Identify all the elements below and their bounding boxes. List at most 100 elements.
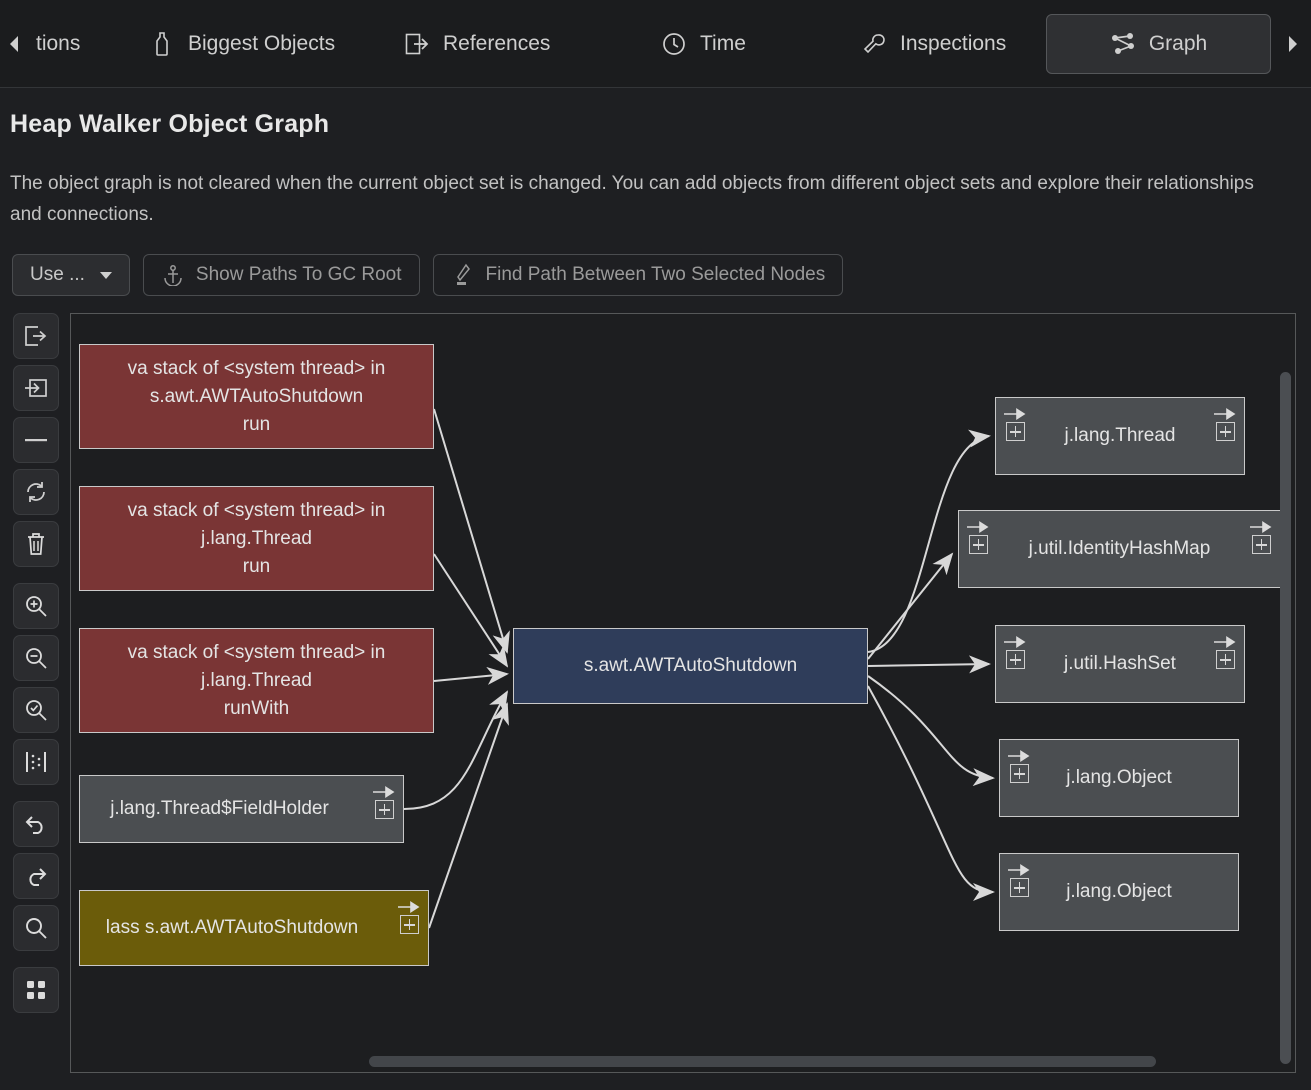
node-label: va stack of <system thread> in j.lang.Th… bbox=[127, 641, 386, 719]
expand-plus-icon[interactable] bbox=[1215, 422, 1235, 441]
graph-node-thread[interactable]: j.lang.Thread bbox=[995, 397, 1245, 475]
zoom-out-icon[interactable] bbox=[13, 635, 59, 681]
tab-label: Biggest Objects bbox=[188, 32, 336, 55]
zoom-in-icon[interactable] bbox=[13, 583, 59, 629]
graph-node-identity-hash-map[interactable]: j.util.IdentityHashMap bbox=[958, 510, 1281, 588]
graph-icon bbox=[1110, 31, 1136, 57]
node-incoming-badge[interactable] bbox=[1004, 408, 1026, 441]
arrow-right-icon bbox=[1214, 408, 1236, 420]
node-incoming-badge[interactable] bbox=[967, 521, 989, 554]
node-label: s.awt.AWTAutoShutdown bbox=[583, 655, 798, 676]
pen-icon bbox=[451, 263, 475, 287]
graph-tool-strip bbox=[13, 313, 59, 1019]
graph-node-class[interactable]: lass s.awt.AWTAutoShutdown bbox=[79, 890, 429, 966]
tab-label: tions bbox=[36, 32, 81, 55]
expand-plus-icon[interactable] bbox=[1009, 764, 1029, 783]
node-label: va stack of <system thread> in s.awt.AWT… bbox=[127, 357, 386, 435]
node-incoming-badge[interactable] bbox=[1008, 750, 1030, 783]
bottle-icon bbox=[149, 31, 175, 57]
node-label: j.lang.Thread bbox=[1064, 425, 1176, 446]
expand-plus-icon[interactable] bbox=[399, 915, 419, 934]
arrow-right-icon bbox=[373, 786, 395, 798]
graph-node-hashset[interactable]: j.util.HashSet bbox=[995, 625, 1245, 703]
node-label: j.lang.Object bbox=[1066, 767, 1172, 788]
graph-canvas-panel[interactable]: va stack of <system thread> in s.awt.AWT… bbox=[70, 313, 1296, 1073]
undo-icon[interactable] bbox=[13, 801, 59, 847]
node-label: va stack of <system thread> in j.lang.Th… bbox=[127, 499, 386, 577]
tab-label: Graph bbox=[1148, 32, 1208, 55]
node-outgoing-badge[interactable] bbox=[1214, 636, 1236, 669]
arrow-right-icon bbox=[1004, 636, 1026, 648]
expand-plus-icon[interactable] bbox=[1005, 422, 1025, 441]
tab-scroll-left-arrow[interactable] bbox=[4, 30, 24, 58]
page-description: The object graph is not cleared when the… bbox=[10, 173, 1254, 225]
clock-icon bbox=[661, 31, 687, 57]
expand-plus-icon[interactable] bbox=[968, 535, 988, 554]
tab-label: References bbox=[443, 32, 551, 55]
graph-node-object-2[interactable]: j.lang.Object bbox=[999, 853, 1239, 931]
node-incoming-badge[interactable] bbox=[1004, 636, 1026, 669]
node-outgoing-badge[interactable] bbox=[398, 901, 420, 934]
expand-plus-icon[interactable] bbox=[1005, 650, 1025, 669]
node-label: j.lang.Thread$FieldHolder bbox=[110, 798, 329, 819]
arrow-right-icon bbox=[1004, 408, 1026, 420]
expand-plus-icon[interactable] bbox=[1251, 535, 1271, 554]
node-label: lass s.awt.AWTAutoShutdown bbox=[105, 917, 359, 938]
tab-graph[interactable]: Graph bbox=[1046, 14, 1271, 74]
find-path-between-nodes-button[interactable]: Find Path Between Two Selected Nodes bbox=[432, 254, 844, 296]
graph-node-selected-center[interactable]: s.awt.AWTAutoShutdown bbox=[513, 628, 868, 704]
use-dropdown-label: Use ... bbox=[30, 264, 85, 285]
incoming-references-icon[interactable] bbox=[13, 365, 59, 411]
tab-allocations[interactable]: tions bbox=[20, 14, 96, 74]
action-toolbar: Use ... Show Paths To GC Root Find Path … bbox=[12, 254, 844, 296]
tab-label: Inspections bbox=[900, 32, 1007, 55]
references-icon bbox=[404, 31, 430, 57]
tab-inspections[interactable]: Inspections bbox=[845, 14, 1022, 74]
graph-edges bbox=[403, 408, 995, 929]
grid-icon[interactable] bbox=[13, 967, 59, 1013]
expand-plus-icon[interactable] bbox=[1009, 878, 1029, 897]
tab-time[interactable]: Time bbox=[645, 14, 762, 74]
node-incoming-badge[interactable] bbox=[1008, 864, 1030, 897]
node-outgoing-badge[interactable] bbox=[373, 786, 395, 819]
graph-node-stack2[interactable]: va stack of <system thread> in j.lang.Th… bbox=[79, 486, 434, 591]
graph-node-object-1[interactable]: j.lang.Object bbox=[999, 739, 1239, 817]
node-label: j.util.IdentityHashMap bbox=[1028, 538, 1211, 559]
vertical-scrollbar[interactable] bbox=[1280, 372, 1291, 1064]
find-path-label: Find Path Between Two Selected Nodes bbox=[485, 264, 826, 285]
use-dropdown-button[interactable]: Use ... bbox=[12, 254, 130, 296]
expand-plus-icon[interactable] bbox=[374, 800, 394, 819]
arrow-right-icon bbox=[1214, 636, 1236, 648]
arrow-right-icon bbox=[1250, 521, 1272, 533]
tab-biggest-objects[interactable]: Biggest Objects bbox=[133, 14, 351, 74]
arrow-right-icon bbox=[398, 901, 420, 913]
graph-node-stack3[interactable]: va stack of <system thread> in j.lang.Th… bbox=[79, 628, 434, 733]
tab-scroll-right-arrow[interactable] bbox=[1283, 30, 1303, 58]
node-label: j.util.HashSet bbox=[1064, 653, 1176, 674]
zoom-fit-icon[interactable] bbox=[13, 687, 59, 733]
redo-icon[interactable] bbox=[13, 853, 59, 899]
node-outgoing-badge[interactable] bbox=[1214, 408, 1236, 441]
delete-icon[interactable] bbox=[13, 521, 59, 567]
tab-references[interactable]: References bbox=[388, 14, 566, 74]
anchor-icon bbox=[161, 263, 185, 287]
layout-icon[interactable] bbox=[13, 739, 59, 785]
show-paths-label: Show Paths To GC Root bbox=[195, 264, 402, 285]
arrow-right-icon bbox=[967, 521, 989, 533]
node-outgoing-badge[interactable] bbox=[1250, 521, 1272, 554]
graph-canvas[interactable]: va stack of <system thread> in s.awt.AWT… bbox=[71, 314, 1295, 1072]
show-paths-to-gc-root-button[interactable]: Show Paths To GC Root bbox=[142, 254, 420, 296]
page-title: Heap Walker Object Graph bbox=[10, 110, 330, 138]
arrow-right-icon bbox=[1008, 750, 1030, 762]
dropdown-caret-icon bbox=[99, 271, 112, 279]
horizontal-scrollbar[interactable] bbox=[369, 1056, 1156, 1067]
tab-bar: tions Biggest Objects References Time In… bbox=[0, 0, 1311, 88]
expand-plus-icon[interactable] bbox=[1215, 650, 1235, 669]
outgoing-references-icon[interactable] bbox=[13, 313, 59, 359]
graph-node-field-holder[interactable]: j.lang.Thread$FieldHolder bbox=[79, 775, 404, 843]
refresh-icon[interactable] bbox=[13, 469, 59, 515]
search-icon[interactable] bbox=[13, 905, 59, 951]
arrow-right-icon bbox=[1008, 864, 1030, 876]
collapse-icon[interactable] bbox=[13, 417, 59, 463]
graph-node-stack1[interactable]: va stack of <system thread> in s.awt.AWT… bbox=[79, 344, 434, 449]
